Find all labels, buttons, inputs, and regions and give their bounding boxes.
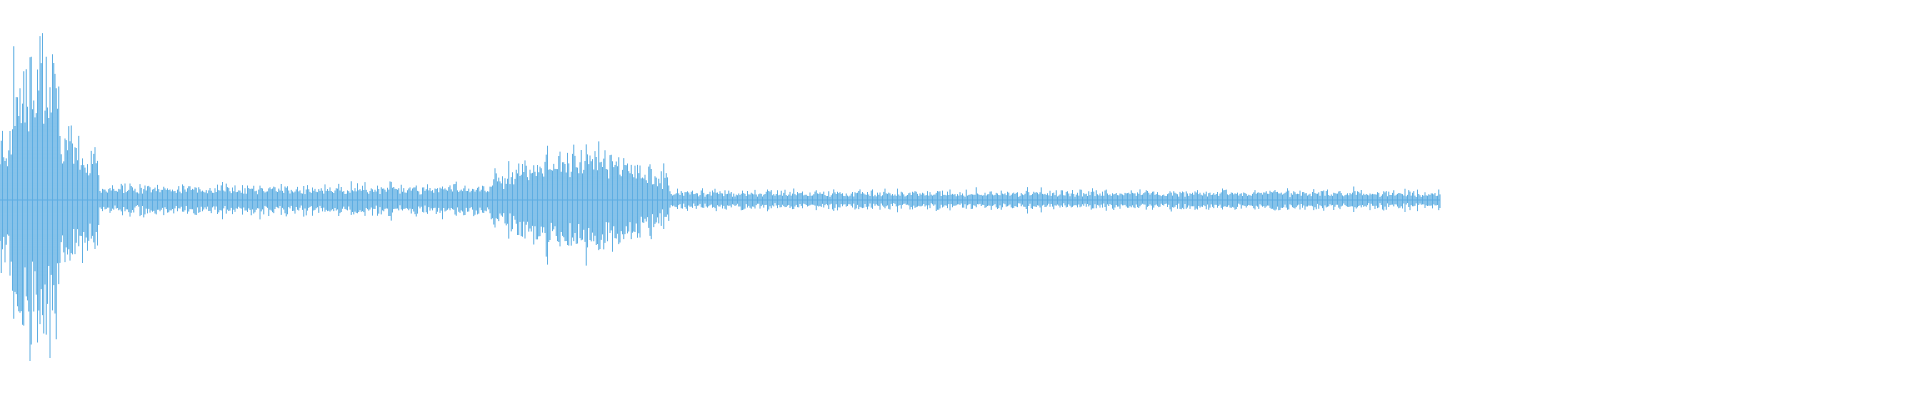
waveform-path — [0, 33, 1441, 361]
